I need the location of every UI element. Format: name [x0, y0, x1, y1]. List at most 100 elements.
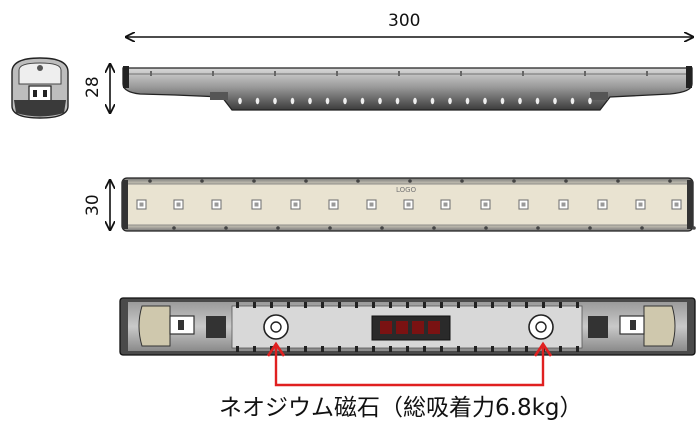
side-rib-mark	[588, 97, 592, 105]
side-rib-mark	[483, 97, 487, 105]
led-chip-core	[406, 202, 411, 207]
bottom-edge-screw	[172, 226, 176, 230]
bottom-rib-bottom	[440, 346, 443, 352]
side-rib-mark	[430, 97, 435, 105]
bottom-rib-top	[474, 302, 477, 308]
side-top-notch	[522, 71, 524, 76]
bottom-rib-top	[440, 302, 443, 308]
bottom-rib-top	[542, 302, 545, 308]
side-rib-mark	[535, 97, 540, 105]
magnet-right	[528, 314, 554, 340]
top-edge-screw	[408, 179, 412, 183]
bottom-rib-top	[287, 302, 290, 308]
bottom-rib-bottom	[372, 346, 375, 352]
side-top-notch	[274, 71, 276, 76]
side-height-dimension: 28	[83, 64, 110, 113]
top-view: LOGO	[121, 177, 696, 232]
bottom-rib-top	[372, 302, 375, 308]
bottom-rib-top	[508, 302, 511, 308]
bottom-edge-screw	[380, 226, 384, 230]
top-edge-screw	[460, 179, 464, 183]
top-edge-screw	[564, 179, 568, 183]
bottom-rib-top	[525, 302, 528, 308]
led-chip-core	[483, 202, 488, 207]
led-chip-core	[254, 202, 259, 207]
bottom-edge-screw	[432, 226, 436, 230]
bottom-rib-top	[338, 302, 341, 308]
top-edge-screw	[668, 179, 672, 183]
side-view-rib-marks	[150, 71, 648, 105]
top-edge-screw	[356, 179, 360, 183]
side-rib-mark	[343, 97, 347, 105]
side-top-notch	[646, 71, 648, 76]
top-edge-screw	[200, 179, 204, 183]
bottom-edge-screw	[224, 226, 228, 230]
length-dimension: 300	[126, 11, 693, 37]
bottom-rib-bottom	[423, 346, 426, 352]
bottom-rib-bottom	[508, 346, 511, 352]
magnet-left-arrowhead	[266, 341, 286, 357]
side-view	[122, 66, 693, 111]
left-end-clip	[138, 305, 226, 347]
side-top-notch	[460, 71, 462, 76]
magnet-caption: ネオジウム磁石（総吸着力6.8kg）	[219, 395, 583, 421]
bottom-edge-screw	[588, 226, 592, 230]
bottom-edge-screw	[276, 226, 280, 230]
side-top-notch	[150, 71, 152, 76]
side-rib-mark	[465, 97, 470, 105]
side-top-notch	[584, 71, 586, 76]
bottom-rib-top	[559, 302, 562, 308]
bottom-rib-top	[304, 302, 307, 308]
side-rib-mark	[413, 97, 417, 105]
magnet-indicator-line	[274, 346, 545, 387]
bottom-rib-top	[236, 302, 239, 308]
right-end-clip	[588, 305, 676, 347]
side-rib-mark	[308, 97, 312, 105]
top-edge-screw	[252, 179, 256, 183]
led-chip-core	[674, 202, 679, 207]
bottom-rib-top	[406, 302, 409, 308]
top-height-label: 30	[83, 194, 103, 216]
bottom-rib-top	[457, 302, 460, 308]
led-chip-core	[600, 202, 605, 207]
led-chip-core	[331, 202, 336, 207]
bottom-rib-bottom	[287, 346, 290, 352]
bottom-rib-top	[576, 302, 579, 308]
led-chip-core	[521, 202, 526, 207]
side-rib-mark	[570, 97, 575, 105]
end-view	[11, 57, 69, 119]
top-edge-screw	[304, 179, 308, 183]
side-top-notch	[398, 71, 400, 76]
led-chip-core	[139, 202, 144, 207]
connector-block	[371, 315, 451, 341]
side-rib-mark	[273, 97, 277, 105]
side-rib-mark	[325, 97, 330, 105]
side-top-notch	[212, 71, 214, 76]
bottom-rib-top	[355, 302, 358, 308]
bottom-rib-bottom	[355, 346, 358, 352]
length-dimension-label: 300	[388, 11, 420, 31]
bottom-edge-screw	[328, 226, 332, 230]
led-chip-core	[293, 202, 298, 207]
bottom-rib-bottom	[338, 346, 341, 352]
top-edge-screw	[512, 179, 516, 183]
bottom-view	[119, 297, 696, 356]
led-chip-core	[369, 202, 374, 207]
logo-text: LOGO	[396, 186, 417, 194]
bottom-rib-top	[321, 302, 324, 308]
bottom-rib-top	[389, 302, 392, 308]
side-rib-mark	[518, 97, 522, 105]
bottom-edge-screw	[536, 226, 540, 230]
side-rib-mark	[553, 97, 557, 105]
side-rib-mark	[290, 97, 295, 105]
magnet-indicator-arrows	[266, 341, 553, 387]
top-edge-screw	[148, 179, 152, 183]
bottom-rib-bottom	[321, 346, 324, 352]
magnet-left	[263, 314, 289, 340]
bottom-rib-bottom	[576, 346, 579, 352]
led-chip-core	[214, 202, 219, 207]
bottom-rib-bottom	[406, 346, 409, 352]
bottom-rib-bottom	[559, 346, 562, 352]
side-top-notch	[336, 71, 338, 76]
